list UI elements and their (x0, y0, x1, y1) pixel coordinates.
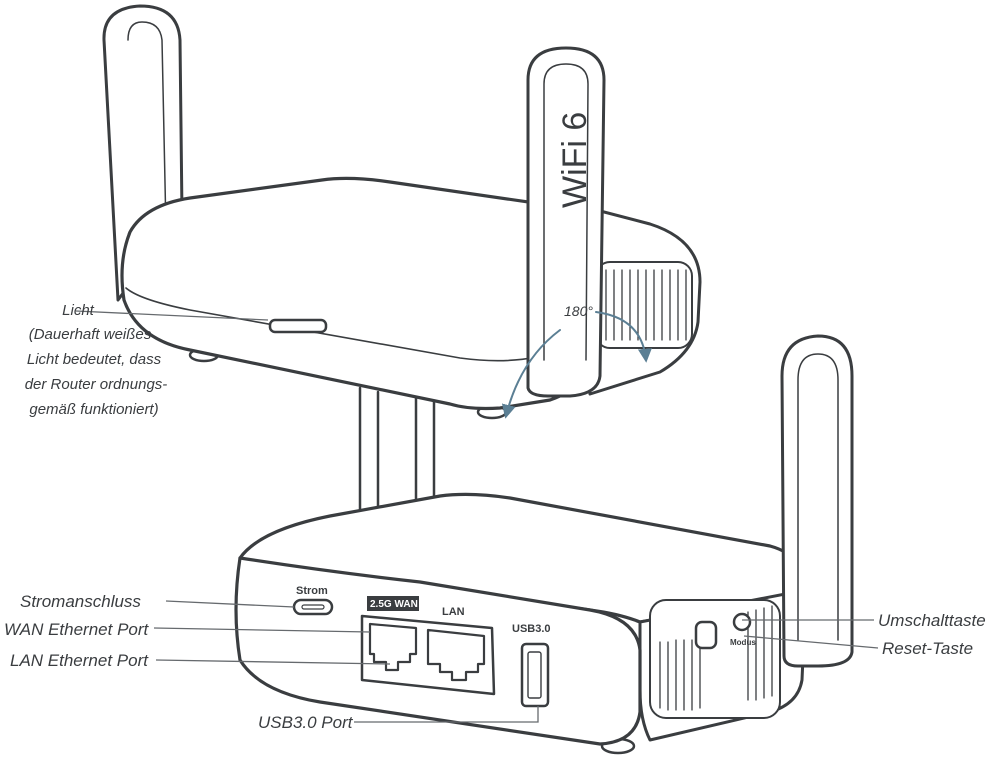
reset-button-callout: Reset-Taste (882, 639, 973, 658)
light-desc-4: gemäß funktioniert) (29, 401, 158, 418)
callout-lines (75, 310, 879, 723)
bottom-side-panel: Modus (638, 588, 808, 742)
lan-label: LAN (442, 606, 465, 618)
mode-label: Modus (730, 638, 756, 647)
power-port-group: Strom (292, 585, 334, 616)
wifi6-logo: WiFi 6 (556, 112, 594, 208)
wan-label: 2.5G WAN (370, 599, 418, 610)
usb-port-callout: USB3.0 Port (258, 713, 354, 732)
angle-label: 180° (564, 303, 593, 319)
mode-switch[interactable] (694, 620, 718, 650)
usb-port-label: USB3.0 (512, 623, 551, 635)
bottom-router: Modus Strom 2.5G WAN LAN USB3.0 (234, 334, 854, 755)
status-light (268, 318, 328, 334)
light-desc-2: Licht bedeutet, dass (27, 351, 162, 368)
light-desc-1: (Dauerhaft weißes (29, 326, 152, 343)
wan-port-callout: WAN Ethernet Port (4, 620, 150, 639)
lan-port-callout: LAN Ethernet Port (10, 651, 149, 670)
usb-port-group: USB3.0 (512, 623, 551, 708)
top-router: WiFi 6 180° (102, 4, 702, 420)
rotation-indicator: 180° (501, 303, 652, 419)
wan-ethernet-port[interactable] (368, 622, 418, 672)
bottom-right-antenna (780, 334, 854, 668)
reset-button[interactable] (732, 612, 752, 632)
ethernet-ports (360, 614, 496, 696)
wan-label-box (367, 596, 419, 611)
power-port-callout: Stromanschluss (20, 592, 141, 611)
power-port-label: Strom (296, 585, 328, 597)
light-label: Licht (62, 302, 95, 319)
top-right-antenna: WiFi 6 (526, 46, 606, 398)
stack-posts (358, 386, 436, 524)
light-desc-3: der Router ordnungs- (25, 376, 168, 393)
toggle-switch-callout: Umschalttaste (878, 611, 986, 630)
light-callout: Licht (Dauerhaft weißes Licht bedeutet, … (25, 302, 168, 418)
lan-ethernet-port[interactable] (426, 628, 486, 682)
